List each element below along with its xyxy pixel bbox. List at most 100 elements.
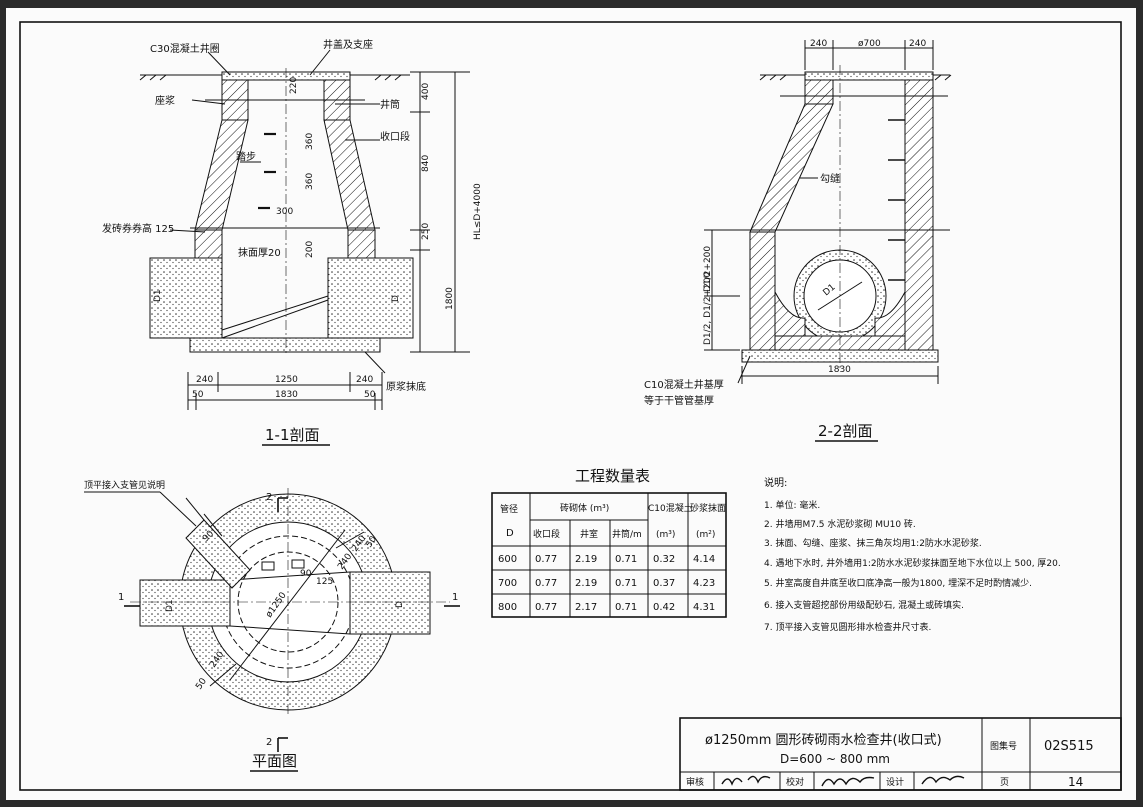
cell: 800	[498, 602, 517, 613]
section-1-1	[139, 49, 470, 410]
label-branch-note: 顶平接入支管见说明	[84, 479, 165, 491]
section-1-title: 1-1剖面	[265, 426, 320, 444]
label-collar: C30混凝土井圈	[150, 42, 220, 55]
dim-d: D	[391, 295, 401, 302]
table-title: 工程数量表	[575, 467, 650, 485]
th-concrete-unit: (m³)	[656, 530, 675, 540]
drawing-name: ø1250mm 圆形砖砌雨水检查井(收口式)	[705, 733, 942, 748]
note-item: 3. 抹面、勾缝、座浆、抹三角灰均用1:2防水水泥砂浆.	[764, 537, 982, 549]
dim-hl: HL≤D+4000	[473, 183, 483, 240]
dim-b240l: 240	[196, 375, 213, 385]
dim-b50r: 50	[364, 390, 376, 400]
section-2-2	[704, 40, 952, 384]
label-joint: 勾缝	[820, 172, 840, 185]
note-item: 7. 顶平接入支管见圆形排水检查井尺寸表.	[764, 621, 931, 633]
dim-h2: D1/2, D1/2+200	[703, 271, 713, 345]
cell: 2.19	[575, 554, 597, 565]
dim-t240a: 240	[810, 39, 827, 49]
table-row-1: 600 0.77 2.19 0.71 0.32 4.14	[498, 554, 715, 565]
cell: 0.71	[615, 602, 637, 613]
cell: 4.31	[693, 602, 715, 613]
cell: 0.37	[653, 578, 675, 589]
plan-90: 90	[300, 569, 312, 579]
signature-review	[721, 775, 771, 786]
label-base-note2: 等于干管管基厚	[644, 394, 714, 407]
label-mortar-bed: 座浆	[155, 94, 175, 107]
cell: 0.77	[535, 602, 557, 613]
dim-t700: ø700	[858, 39, 881, 49]
th-plaster: 砂浆抹面	[690, 502, 726, 514]
th-plaster-unit: (m²)	[696, 530, 715, 540]
th-m-shaft: 井筒/m	[612, 528, 642, 540]
cell: 700	[498, 578, 517, 589]
dim-h1: D1/2+200	[703, 246, 713, 292]
quantity-table	[491, 492, 727, 618]
label-step: 踏步	[236, 150, 256, 163]
cell: 0.71	[615, 578, 637, 589]
atlas-label: 图集号	[990, 740, 1017, 752]
dim-360a: 360	[305, 133, 315, 150]
dim-400: 400	[421, 83, 431, 100]
paper	[6, 8, 1136, 800]
dim-2-b1830: 1830	[828, 365, 851, 375]
th-pipe-unit: D	[506, 528, 514, 539]
cell: 2.19	[575, 578, 597, 589]
page-label: 页	[1000, 777, 1009, 788]
label-shaft: 井筒	[380, 98, 400, 111]
th-m-chamber: 井室	[580, 528, 598, 540]
design-label: 设计	[886, 776, 904, 788]
plan-d1: D1	[165, 599, 175, 612]
th-masonry: 砖砌体 (m³)	[560, 502, 609, 514]
dim-1800: 1800	[445, 287, 455, 310]
drawing-range: D=600 ~ 800 mm	[780, 752, 890, 766]
atlas-no: 02S515	[1044, 739, 1094, 754]
plan-125: 125	[316, 577, 333, 587]
check-label: 校对	[786, 776, 804, 788]
table-row-2: 700 0.77 2.19 0.71 0.37 4.23	[498, 578, 715, 589]
label-plaster: 抹面厚20	[238, 246, 281, 259]
dim-d1: D1	[153, 289, 163, 302]
note-item: 1. 单位: 毫米.	[764, 499, 820, 511]
th-concrete: C10混凝土	[648, 502, 693, 514]
signature-design	[921, 775, 965, 785]
cell: 600	[498, 554, 517, 565]
dim-300: 300	[276, 207, 293, 217]
dim-b1250: 1250	[275, 375, 298, 385]
cell: 2.17	[575, 602, 597, 613]
page-no: 14	[1068, 775, 1083, 789]
notes-title: 说明:	[764, 476, 787, 489]
dim-200: 200	[305, 241, 315, 258]
dim-220: 220	[289, 77, 299, 94]
cell: 4.23	[693, 578, 715, 589]
dim-360b: 360	[305, 173, 315, 190]
table-row-3: 800 0.77 2.17 0.71 0.42 4.31	[498, 602, 715, 613]
dim-840: 840	[421, 155, 431, 172]
plan-d: D	[395, 601, 405, 608]
dim-b1830: 1830	[275, 390, 298, 400]
note-item: 6. 接入支管超挖部份用级配砂石, 混凝土或砖填实.	[764, 599, 964, 611]
label-reducer: 收口段	[380, 130, 410, 143]
note-item: 2. 井墙用M7.5 水泥砂浆砌 MU10 砖.	[764, 518, 916, 530]
note-item: 4. 遇地下水时, 井外墙用1:2防水水泥砂浆抹面至地下水位以上 500, 厚2…	[764, 557, 1061, 569]
cell: 0.42	[653, 602, 675, 613]
cell: 4.14	[693, 554, 715, 565]
cell: 0.71	[615, 554, 637, 565]
dim-250: 250	[421, 223, 431, 240]
cell: 0.32	[653, 554, 675, 565]
dim-b240r: 240	[356, 375, 373, 385]
label-base-bottom: 原浆抹底	[386, 380, 426, 393]
cut-1-left: 1	[118, 592, 124, 603]
th-pipe: 管径	[500, 503, 518, 515]
cut-1-right: 1	[452, 592, 458, 603]
review-label: 审核	[686, 776, 704, 788]
plan-title: 平面图	[252, 752, 297, 770]
cut-2-top: 2	[266, 492, 272, 503]
dim-b50l: 50	[192, 390, 204, 400]
cell: 0.77	[535, 578, 557, 589]
plan-view	[84, 488, 460, 752]
cell: 0.77	[535, 554, 557, 565]
cut-2-bottom: 2	[266, 737, 272, 748]
section-2-title: 2-2剖面	[818, 422, 873, 440]
